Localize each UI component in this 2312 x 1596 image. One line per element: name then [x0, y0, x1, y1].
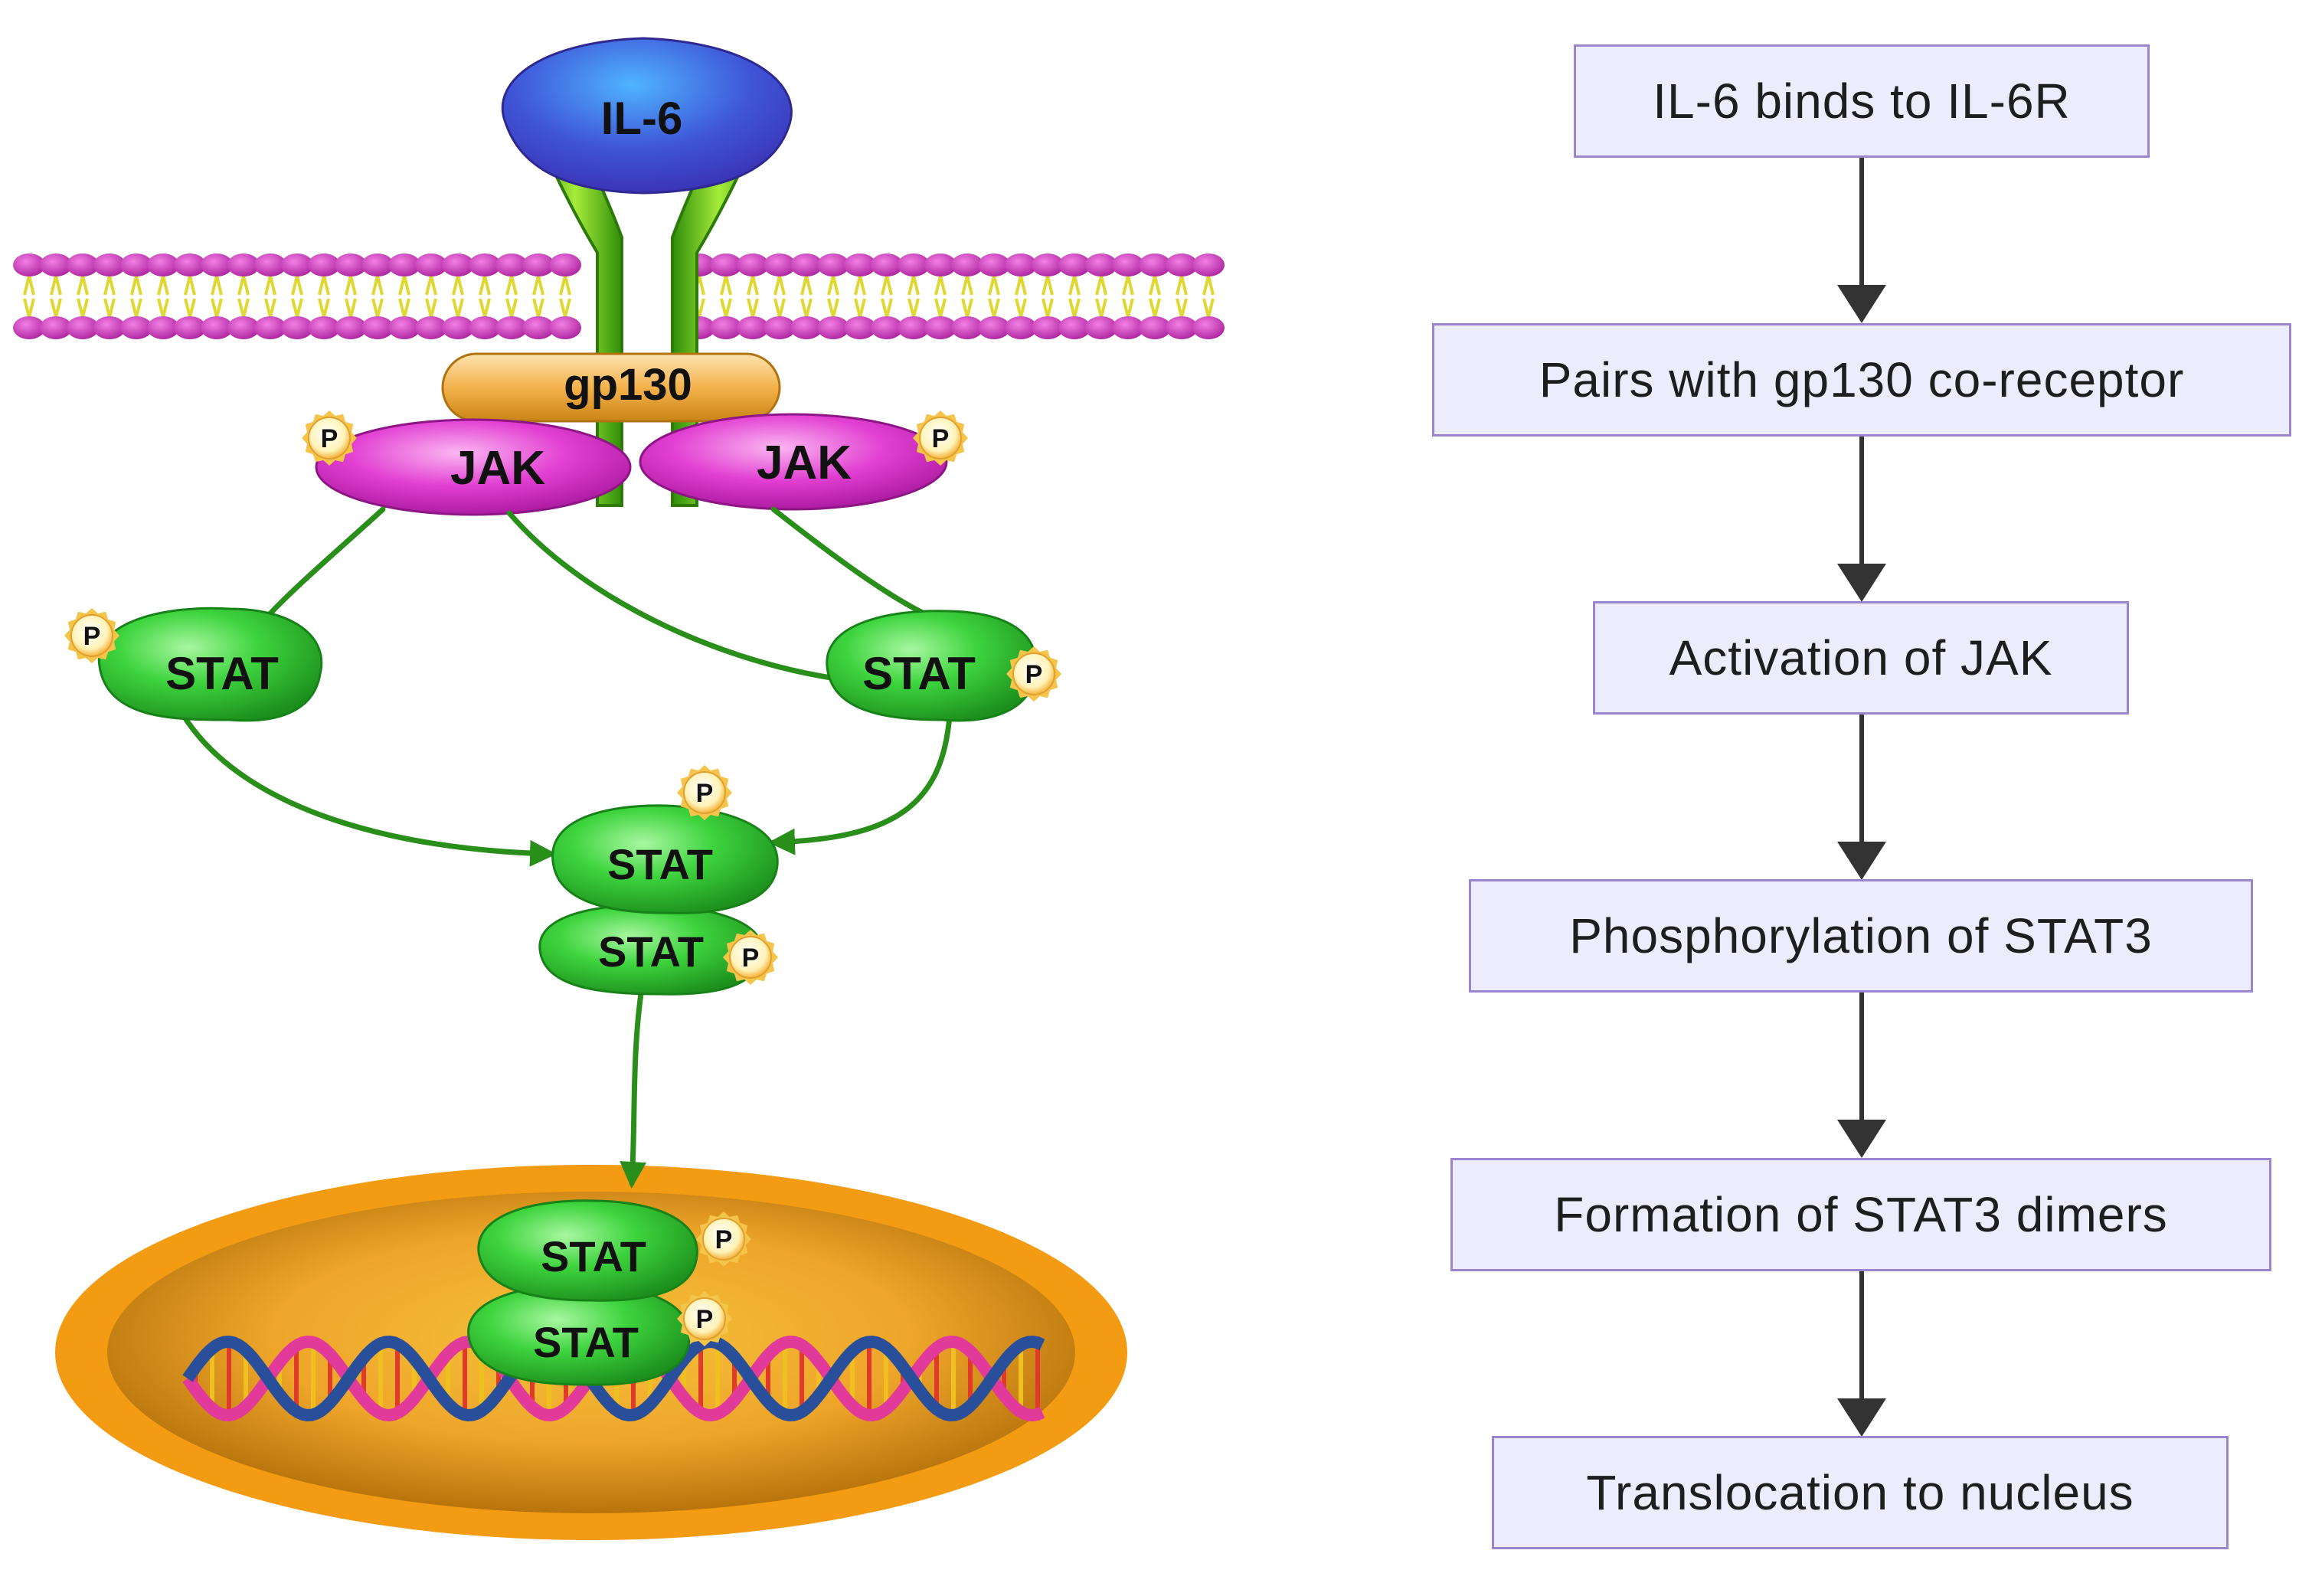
flow-step-6: Translocation to nucleus: [1492, 1436, 2229, 1549]
stat-nuclear-dimer: STAT STAT: [467, 1199, 698, 1386]
phosphate-icons: P P P P P P P P: [64, 410, 1061, 1346]
flow-step-4: Phosphorylation of STAT3: [1469, 879, 2253, 993]
il6-label: IL-6: [601, 93, 683, 144]
phosphate-label: P: [696, 1305, 714, 1334]
gp130-coreceptor: gp130: [441, 352, 781, 423]
phosphate-label: P: [321, 424, 338, 453]
flow-step-5: Formation of STAT3 dimers: [1450, 1158, 2271, 1271]
phosphate-label: P: [715, 1225, 733, 1254]
stat-left-label: STAT: [165, 648, 279, 699]
stat-dimer: STAT STAT: [538, 804, 779, 996]
phosphate-label: P: [742, 944, 760, 973]
phosphate-badge: P: [913, 410, 968, 466]
stat-left: STAT: [97, 607, 323, 722]
cell-membrane: [13, 253, 1225, 339]
phosphate-badge: P: [723, 930, 778, 985]
phosphate-label: P: [83, 622, 101, 651]
phosphate-badge: P: [696, 1212, 751, 1267]
stat-nuclear-top-label: STAT: [541, 1232, 646, 1280]
jak-kinase-left: JAK: [315, 418, 632, 516]
flow-arrowhead-5: [1837, 1398, 1886, 1437]
phosphate-badge: P: [677, 765, 732, 820]
stat-right-label: STAT: [862, 648, 976, 699]
phosphate-badge: P: [64, 608, 119, 663]
il6-jak-stat-pathway-illustration: IL-6 gp130 JAK JAK STAT STAT STAT STAT: [13, 37, 1225, 1540]
jak-left-label: JAK: [450, 442, 545, 495]
flow-connector-3: [1859, 715, 1864, 845]
flow-step-1: IL-6 binds to IL-6R: [1574, 44, 2150, 158]
phosphate-label: P: [696, 779, 714, 808]
flow-step-2: Pairs with gp130 co-receptor: [1432, 323, 2291, 437]
flow-connector-4: [1859, 993, 1864, 1123]
phosphate-badge: P: [302, 410, 357, 466]
stat-nuclear-bottom-label: STAT: [533, 1318, 639, 1366]
stat-dimer-bottom-label: STAT: [598, 927, 704, 976]
phosphate-badge: P: [1006, 646, 1061, 702]
flow-arrowhead-1: [1837, 285, 1886, 323]
il6-ligand: IL-6: [501, 37, 793, 195]
flow-arrowhead-3: [1837, 842, 1886, 880]
phosphate-label: P: [1025, 660, 1043, 689]
phosphate-label: P: [932, 424, 950, 453]
jak-kinase-right: JAK: [639, 413, 948, 511]
flow-arrowhead-4: [1837, 1120, 1886, 1158]
flow-arrowhead-2: [1837, 564, 1886, 602]
flow-connector-1: [1859, 158, 1864, 288]
stat-dimer-top-label: STAT: [607, 840, 713, 888]
flow-connector-2: [1859, 437, 1864, 567]
phosphate-badge: P: [677, 1291, 732, 1346]
jak-right-label: JAK: [757, 437, 852, 489]
flow-connector-5: [1859, 1271, 1864, 1401]
signal-arrows: [181, 506, 953, 1189]
gp130-label: gp130: [564, 360, 692, 410]
flow-step-3: Activation of JAK: [1593, 601, 2129, 715]
stat-right: STAT: [826, 610, 1038, 722]
